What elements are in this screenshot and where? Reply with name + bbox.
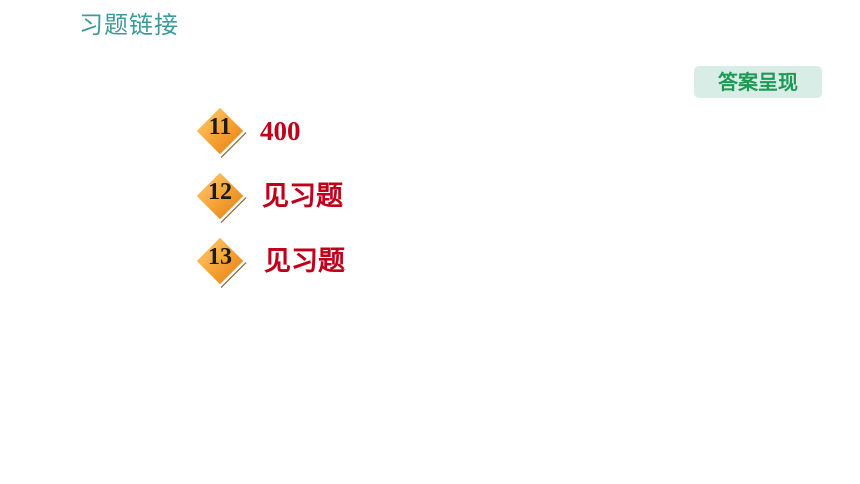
diamond-number-icon[interactable]: 12 — [192, 168, 248, 224]
answer-text: 见习题 — [264, 246, 345, 276]
show-answers-button[interactable]: 答案呈现 — [694, 66, 822, 98]
question-number: 13 — [208, 244, 232, 270]
page-title: 习题链接 — [79, 11, 179, 39]
question-number: 12 — [208, 179, 232, 205]
question-number: 11 — [208, 114, 232, 140]
answer-text: 见习题 — [262, 181, 343, 211]
answer-text: 400 — [260, 116, 301, 146]
diamond-number-icon[interactable]: 11 — [192, 103, 248, 159]
diamond-number-icon[interactable]: 13 — [192, 233, 248, 289]
